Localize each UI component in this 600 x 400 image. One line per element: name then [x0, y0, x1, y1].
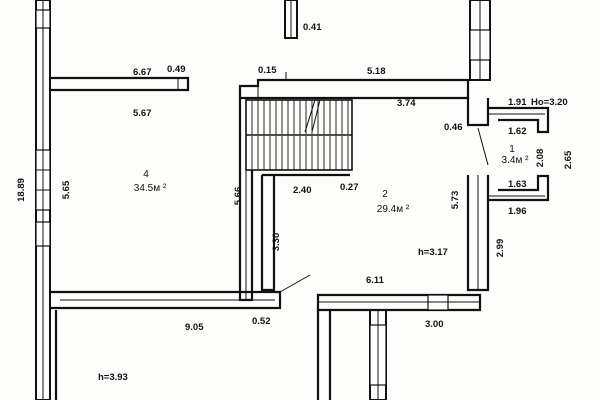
dim-1-62: 1.62 [508, 126, 527, 137]
dim-6-67: 6.67 [133, 67, 152, 78]
room-1-number: 1 [509, 144, 515, 155]
dim-6-11: 6.11 [366, 275, 385, 286]
room-4-area: 34.5м ² [134, 183, 167, 194]
lower-right-partition [316, 293, 482, 312]
dim-h-3-93: h=3.93 [98, 372, 128, 383]
dim-1-63: 1.63 [508, 179, 527, 190]
dim-h-3-17: h=3.17 [418, 247, 448, 258]
dim-5-66: 5.66 [233, 187, 244, 206]
lower-left-wall [54, 310, 332, 400]
dim-3-74: 3.74 [397, 98, 416, 109]
room-2-number: 2 [382, 189, 388, 200]
top-right-exterior-wall [469, 0, 491, 81]
top-partition-left [50, 76, 190, 92]
lower-center-column [369, 309, 387, 400]
room-4-number: 4 [143, 169, 149, 180]
dim-5-65: 5.65 [61, 180, 72, 199]
top-partition-right [238, 78, 470, 100]
dim-5-67: 5.67 [133, 108, 152, 119]
dim-5-18: 5.18 [367, 66, 386, 77]
dim-1-96: 1.96 [508, 206, 527, 217]
dim-0-15: 0.15 [258, 65, 277, 76]
dim-0-41: 0.41 [303, 22, 322, 33]
room-1-area: 3.4м ² [502, 155, 530, 166]
room-2-area: 29.4м ² [377, 204, 410, 215]
horizontal-wall-lower [50, 274, 311, 310]
dim-3-30: 3.30 [271, 233, 282, 252]
dim-18-89: 18.89 [16, 178, 27, 202]
dim-1-91: 1.91 [508, 97, 527, 108]
left-exterior-wall [35, 0, 51, 400]
dim-2-99: 2.99 [495, 239, 506, 258]
top-center-column [284, 0, 298, 39]
dim-2-65: 2.65 [563, 150, 574, 169]
dim-0-46: 0.46 [444, 122, 463, 133]
right-exterior-wall [466, 98, 490, 292]
door-swing-lower [279, 274, 311, 293]
staircase [245, 99, 353, 171]
room2-inner-wall [260, 173, 350, 292]
dim-9-05: 9.05 [185, 322, 204, 333]
dim-5-73: 5.73 [450, 191, 461, 210]
dim-2-08: 2.08 [535, 149, 546, 168]
door-swing-room1 [477, 127, 489, 166]
dim-0-49: 0.49 [167, 64, 186, 75]
dim-0-27: 0.27 [340, 182, 359, 193]
dim-0-52: 0.52 [252, 316, 271, 327]
dim-ho: Ho=3.20 [531, 97, 568, 108]
dim-3-00: 3.00 [425, 319, 444, 330]
dim-2-40: 2.40 [293, 185, 312, 196]
room1-niche [477, 106, 550, 202]
